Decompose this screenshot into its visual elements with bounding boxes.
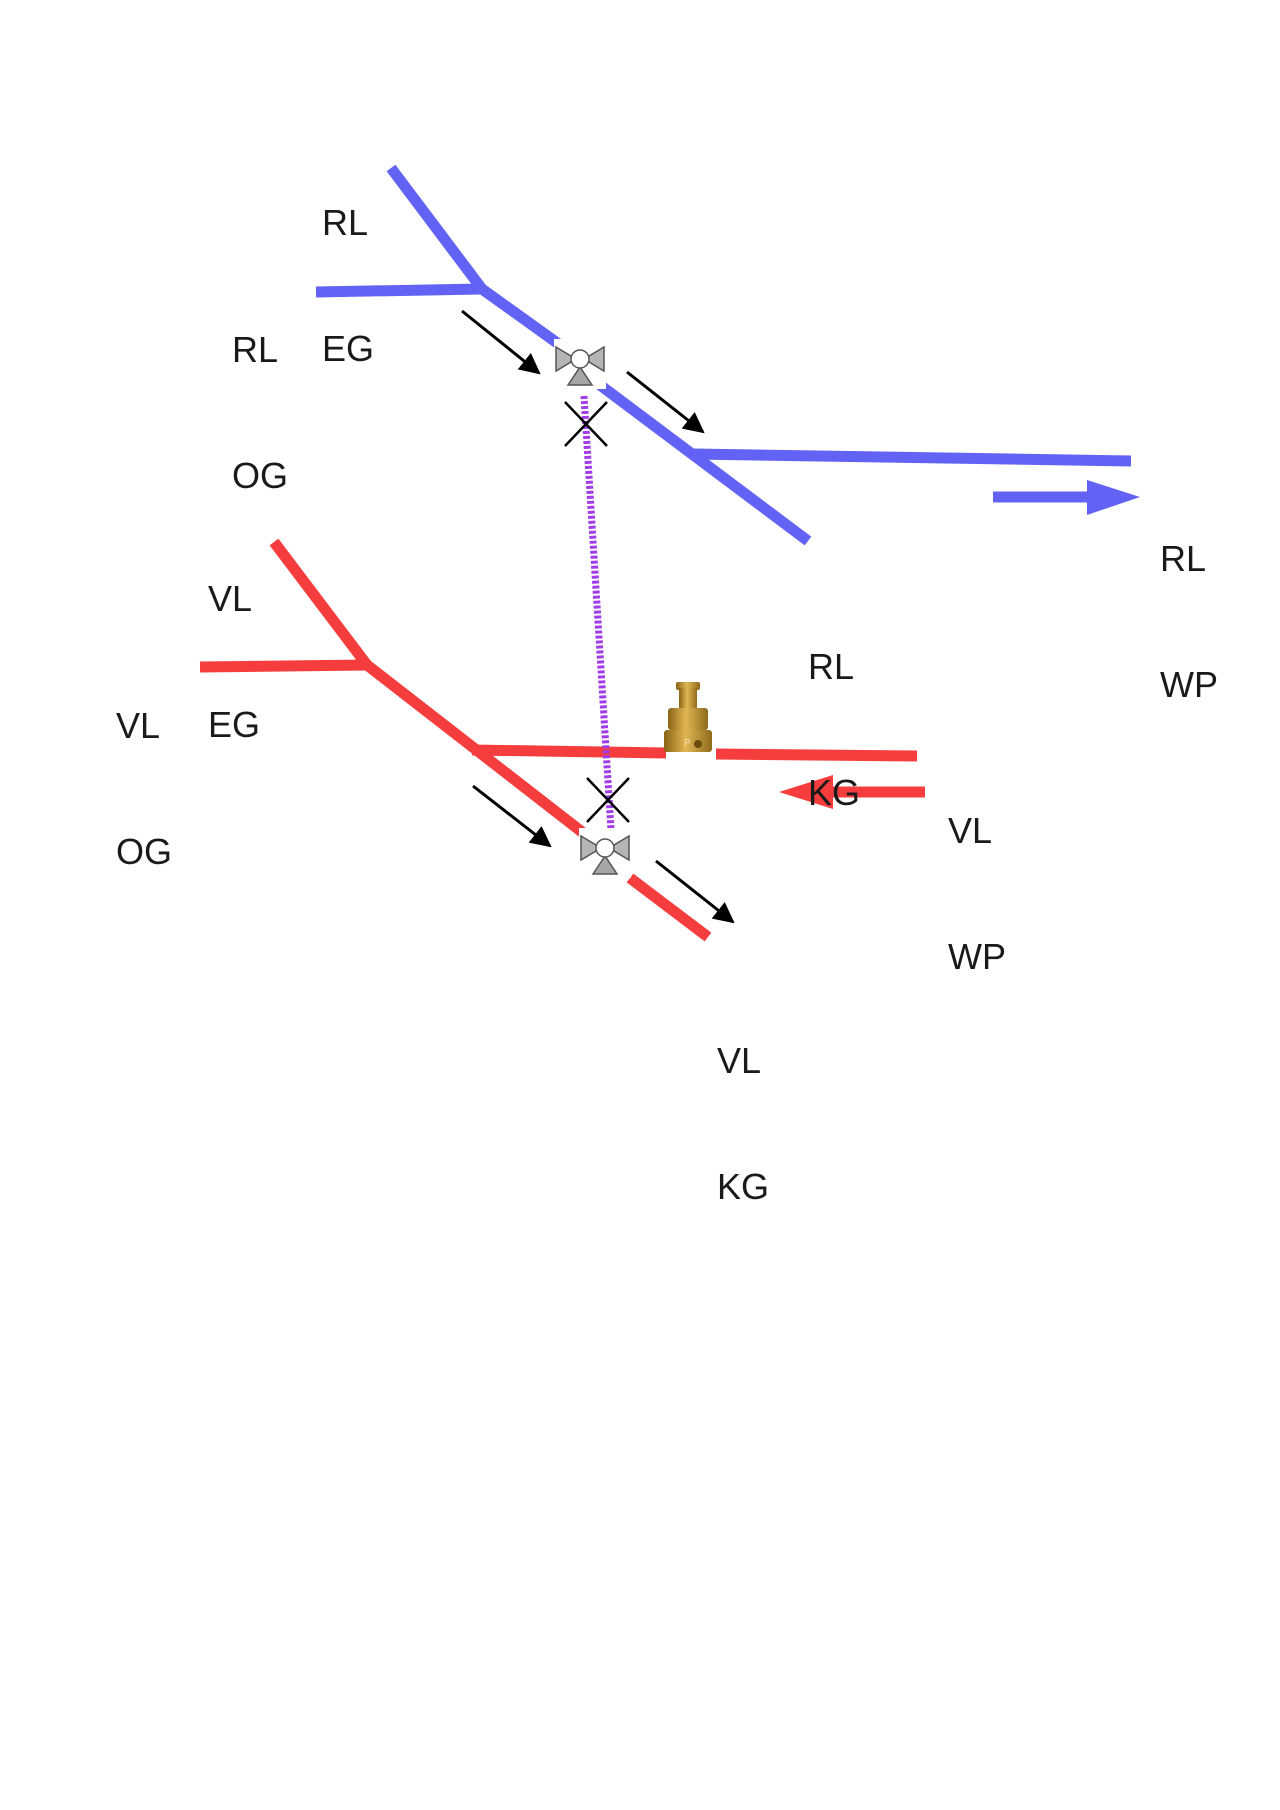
label-line: VL	[948, 810, 993, 851]
pipe-rl-wp	[693, 448, 1132, 467]
flow-arrow	[626, 370, 705, 434]
label-line: VL	[717, 1040, 762, 1081]
svg-text:P: P	[684, 738, 691, 749]
label-rl-og: RL OG	[232, 245, 288, 539]
bypass-link	[580, 395, 615, 831]
label-line: OG	[232, 455, 289, 496]
label-line: OG	[116, 831, 173, 872]
label-rl-wp: RL WP	[1160, 454, 1218, 748]
flow-arrow	[472, 784, 552, 848]
label-line: WP	[948, 936, 1006, 977]
vl-wp-flow-arrow	[779, 775, 925, 809]
label-vl-kg: VL KG	[717, 956, 769, 1250]
three-way-valve-icon[interactable]	[579, 828, 631, 878]
supply-pipes	[199, 538, 918, 942]
label-vl-wp: VL WP	[948, 726, 1006, 1020]
flow-arrows	[461, 309, 735, 924]
rl-wp-flow-arrow	[993, 480, 1140, 515]
pipe-vl-wp-right	[715, 748, 918, 762]
label-line: EG	[322, 328, 375, 369]
pipe-rl-main-upper	[478, 284, 564, 350]
label-line: RL	[322, 202, 369, 243]
label-line: EG	[208, 704, 261, 745]
pipe-vl-og	[199, 659, 368, 673]
pipe-vl-eg	[269, 538, 372, 669]
label-vl-og: VL OG	[116, 621, 172, 915]
label-line: RL	[808, 646, 855, 687]
pipe-rl-main-lower	[596, 380, 812, 546]
cross-icon	[586, 777, 630, 823]
label-rl-eg: RL EG	[322, 118, 374, 412]
label-line: RL	[232, 329, 279, 370]
return-pipes	[315, 164, 1132, 546]
label-line: RL	[1160, 538, 1207, 579]
label-line: VL	[116, 705, 161, 746]
label-line: VL	[208, 578, 253, 619]
flow-arrow	[655, 859, 735, 924]
label-rl-kg: RL KG	[808, 562, 860, 856]
pipe-rl-og	[315, 283, 483, 298]
label-vl-eg: VL EG	[208, 494, 260, 788]
three-way-valve-icon[interactable]	[554, 339, 606, 389]
pipe-vl-wp-left	[471, 744, 667, 759]
air-vent-icon[interactable]: P	[664, 682, 712, 752]
label-line: WP	[1160, 664, 1218, 705]
pipe-vl-main-lower	[626, 873, 712, 942]
cross-icon	[564, 401, 608, 447]
label-line: KG	[808, 772, 861, 813]
label-line: KG	[717, 1166, 770, 1207]
pipe-rl-eg	[386, 164, 487, 293]
flow-arrow	[461, 309, 541, 375]
